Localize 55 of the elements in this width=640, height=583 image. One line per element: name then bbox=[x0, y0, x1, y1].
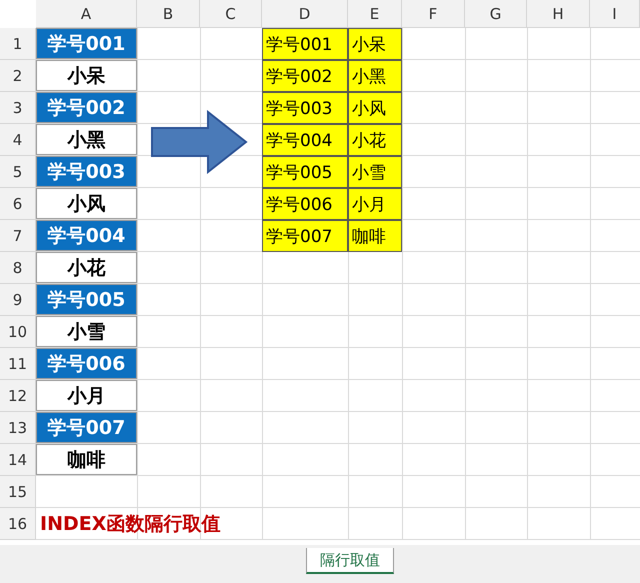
column-header: F bbox=[402, 0, 465, 28]
column-header: G bbox=[465, 0, 527, 28]
row-header: 14 bbox=[0, 444, 36, 476]
column-header: C bbox=[200, 0, 262, 28]
table-cell: 咖啡 bbox=[348, 220, 402, 252]
table-cell: 小月 bbox=[348, 188, 402, 220]
table-cell: 学号007 bbox=[262, 220, 348, 252]
table-cell: 学号006 bbox=[262, 188, 348, 220]
table-cell: 学号002 bbox=[36, 92, 137, 123]
column-header: A bbox=[36, 0, 137, 28]
table-cell: 小呆 bbox=[36, 60, 137, 91]
sheet-title: INDEX函数隔行取值 bbox=[39, 512, 222, 537]
sheet-tab: 隔行取值 bbox=[306, 548, 394, 574]
row-header: 10 bbox=[0, 316, 36, 348]
row-header: 15 bbox=[0, 476, 36, 508]
table-cell: 学号003 bbox=[262, 92, 348, 124]
row-header: 7 bbox=[0, 220, 36, 252]
table-cell: 学号002 bbox=[262, 60, 348, 92]
row-header: 3 bbox=[0, 92, 36, 124]
table-cell: 学号001 bbox=[36, 28, 137, 59]
table-cell: 学号007 bbox=[36, 412, 137, 443]
row-header: 4 bbox=[0, 124, 36, 156]
row-header: 11 bbox=[0, 348, 36, 380]
table-cell: 学号001 bbox=[262, 28, 348, 60]
table-cell: 小风 bbox=[348, 92, 402, 124]
table-cell: 学号004 bbox=[36, 220, 137, 251]
table-cell: 学号006 bbox=[36, 348, 137, 379]
table-cell: 学号003 bbox=[36, 156, 137, 187]
row-header: 9 bbox=[0, 284, 36, 316]
column-header: E bbox=[348, 0, 402, 28]
table-cell: 小黑 bbox=[348, 60, 402, 92]
row-header: 16 bbox=[0, 508, 36, 540]
column-header: D bbox=[262, 0, 348, 28]
table-cell: 学号004 bbox=[262, 124, 348, 156]
table-cell: 小黑 bbox=[36, 124, 137, 155]
table-cell: 咖啡 bbox=[36, 444, 137, 475]
table-cell: 小雪 bbox=[348, 156, 402, 188]
table-cell: 小雪 bbox=[36, 316, 137, 347]
row-header: 1 bbox=[0, 28, 36, 60]
column-header: I bbox=[590, 0, 640, 28]
row-header: 8 bbox=[0, 252, 36, 284]
column-header: H bbox=[527, 0, 590, 28]
table-cell: 小呆 bbox=[348, 28, 402, 60]
table-cell: 学号005 bbox=[262, 156, 348, 188]
table-cell: 小花 bbox=[348, 124, 402, 156]
table-cell: 小花 bbox=[36, 252, 137, 283]
row-header: 5 bbox=[0, 156, 36, 188]
column-header: B bbox=[137, 0, 200, 28]
row-header: 2 bbox=[0, 60, 36, 92]
table-cell: 小风 bbox=[36, 188, 137, 219]
row-header: 13 bbox=[0, 412, 36, 444]
table-cell: 学号005 bbox=[36, 284, 137, 315]
table-cell: 小月 bbox=[36, 380, 137, 411]
row-header: 6 bbox=[0, 188, 36, 220]
row-header: 12 bbox=[0, 380, 36, 412]
